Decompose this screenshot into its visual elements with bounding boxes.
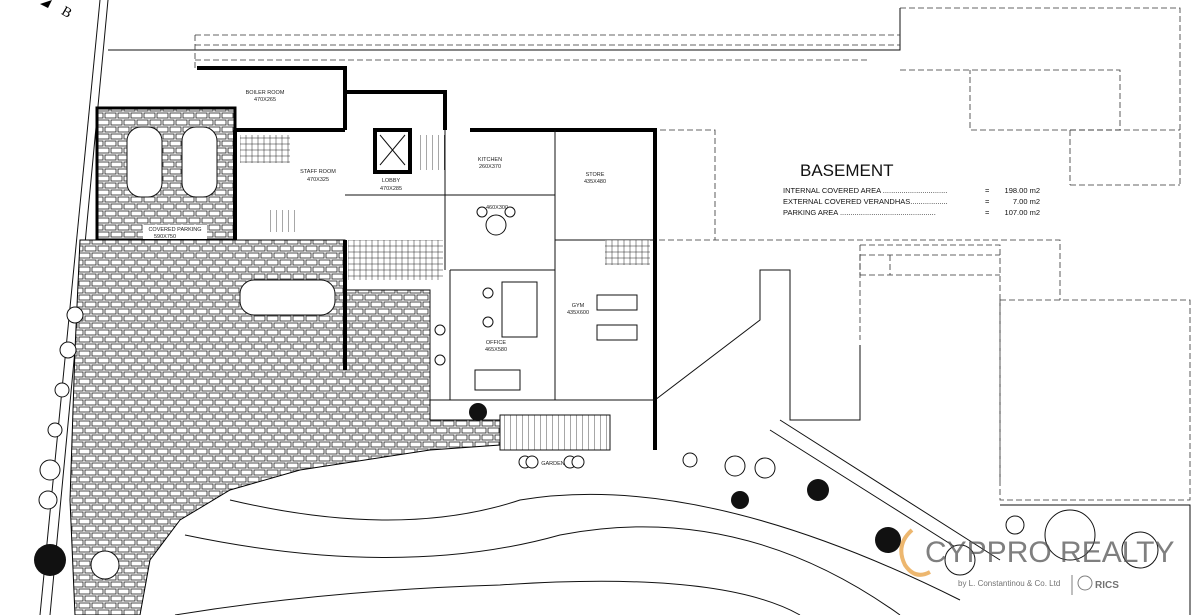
area-summary: BASEMENT INTERNAL COVERED AREA .........…: [783, 161, 1040, 217]
boiler-room-size: 470X265: [254, 97, 276, 103]
area-eq: =: [985, 197, 990, 206]
room-labels: BOILER ROOM 470X265 STAFF ROOM 470X325 L…: [143, 90, 606, 467]
area-value: 198.00 m2: [1005, 186, 1040, 195]
car-icon: [126, 126, 336, 316]
boiler-room-label: BOILER ROOM: [246, 90, 285, 96]
office-size: 465X580: [485, 347, 507, 353]
stairs: [415, 135, 445, 170]
bathroom-tiles: [240, 135, 290, 163]
office-label: OFFICE: [486, 340, 506, 346]
area-value: 107.00 m2: [1005, 208, 1040, 217]
area-label: EXTERNAL COVERED VERANDHAS..............…: [783, 197, 948, 206]
company-name: by L. Constantinou & Co. Ltd: [958, 579, 1060, 588]
bed: [268, 210, 296, 232]
area-eq: =: [985, 186, 990, 195]
rics-label: RICS: [1095, 580, 1119, 591]
parking-size: 590X750: [154, 234, 176, 240]
area-label: PARKING AREA ...........................…: [783, 208, 936, 217]
area-value: 7.00 m2: [1013, 197, 1040, 206]
area-eq: =: [985, 208, 990, 217]
gym-size: 435X600: [567, 310, 589, 316]
tiled-floor: [348, 240, 443, 280]
north-letter: B: [59, 4, 75, 22]
staff-room-label: STAFF ROOM: [300, 169, 336, 175]
driveway: [174, 493, 961, 615]
lobby-label: LOBBY: [382, 178, 401, 184]
furniture: [379, 134, 638, 391]
site-boundary: [39, 0, 1191, 615]
north-arrow-icon: B: [40, 0, 74, 22]
lobby-size: 470X285: [380, 186, 402, 192]
store-size: 435X480: [584, 179, 606, 185]
watermark-logo: CYPPRO REALTY by L. Constantinou & Co. L…: [899, 528, 1175, 595]
parking-label: COVERED PARKING: [148, 227, 201, 233]
rics-logo-icon: [1077, 575, 1093, 591]
gym-bathroom-tiles: [605, 240, 650, 265]
plan-title: BASEMENT: [800, 161, 894, 180]
garden-label: GARDEN: [541, 461, 565, 467]
brand-name: CYPPRO REALTY: [925, 536, 1175, 569]
gym-label: GYM: [572, 303, 585, 309]
dining-size: 460X300: [486, 205, 508, 211]
house-walls: [197, 66, 657, 450]
brand-logo-icon: [899, 528, 931, 577]
area-label: INTERNAL COVERED AREA ..................…: [783, 186, 947, 195]
garden-steps: [499, 414, 611, 451]
trees: [34, 306, 1159, 580]
store-label: STORE: [586, 172, 605, 178]
kitchen-size: 260X370: [479, 164, 501, 170]
kitchen-label: KITCHEN: [478, 157, 502, 163]
staff-room-size: 470X325: [307, 177, 329, 183]
